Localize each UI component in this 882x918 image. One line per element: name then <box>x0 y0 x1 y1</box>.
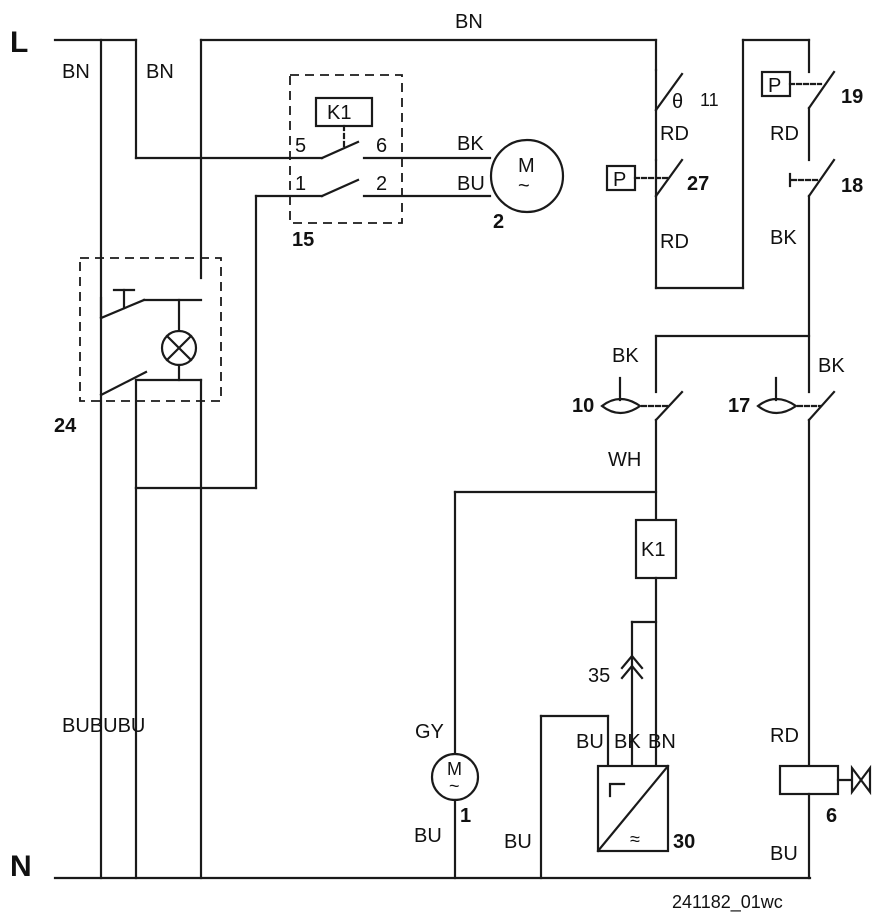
motor-1-letter: M <box>447 759 462 779</box>
wire-label-bk-30: BK <box>614 731 641 753</box>
pressure-27-letter: P <box>613 169 626 191</box>
relay-coil-k1-top-label: K1 <box>327 102 351 124</box>
thermostat-11-id: 11 <box>700 90 719 110</box>
float-10-id: 10 <box>572 395 594 417</box>
wire-label-bu-motor: BU <box>457 173 485 195</box>
wire-label-bn-left2: BN <box>146 61 174 83</box>
valve-6-coil <box>778 764 840 796</box>
float-10-contact <box>654 390 684 422</box>
float-17-contact <box>807 390 836 422</box>
float-10-symbol <box>600 397 642 415</box>
float-17-id: 17 <box>728 395 750 417</box>
switch-18-id: 18 <box>841 175 863 197</box>
module-30-id: 30 <box>673 831 695 853</box>
wire-label-bk-18: BK <box>770 227 797 249</box>
wire-label-bk-17: BK <box>818 355 845 377</box>
pressure-27-id: 27 <box>687 173 709 195</box>
switch-18-contact <box>807 158 836 198</box>
pressure-27-box <box>605 164 637 192</box>
wire-label-bn-left1: BN <box>62 61 90 83</box>
motor-2-id: 2 <box>493 211 504 233</box>
rail-l-label: L <box>10 26 28 59</box>
wire-label-rd-11: RD <box>660 123 689 145</box>
contact-6-label: 6 <box>376 135 387 157</box>
contact-5-6-blade <box>320 140 360 160</box>
wire-label-bu-6: BU <box>770 843 798 865</box>
contact-2-label: 2 <box>376 173 387 195</box>
float-17-symbol <box>756 397 798 415</box>
contact-1-label: 1 <box>295 173 306 195</box>
wire-label-bububu: BUBUBU <box>62 715 145 737</box>
wire-label-rd-6: RD <box>770 725 799 747</box>
motor-2-tilde: ~ <box>518 175 530 197</box>
connector-35-chevron-1 <box>620 654 644 670</box>
module30-glyph <box>608 782 626 798</box>
wire-label-bk-motor: BK <box>457 133 484 155</box>
wire-label-bu-m1: BU <box>414 825 442 847</box>
motor-2-letter: M <box>518 155 535 177</box>
pressure-19-contact <box>807 70 836 110</box>
motor-1-id: 1 <box>460 805 471 827</box>
wire-label-bu-30: BU <box>576 731 604 753</box>
wire-label-gy-m1: GY <box>415 721 444 743</box>
connector-35-id: 35 <box>588 665 610 687</box>
relay-coil-k1-mid-label: K1 <box>641 539 665 561</box>
valve-6-id: 6 <box>826 805 837 827</box>
wire-label-wh-10: WH <box>608 449 641 471</box>
relay-coil-k1-top <box>314 96 374 128</box>
motor-2-symbol <box>489 138 565 214</box>
rail-n-label: N <box>10 850 32 883</box>
pressure-27-contact <box>654 158 684 198</box>
module-30-wave: ≈ <box>630 829 640 849</box>
push-button-contact <box>99 298 146 320</box>
contact-5-label: 5 <box>295 135 306 157</box>
lamp-cross-2 <box>165 334 193 362</box>
wire-label-bk-10: BK <box>612 345 639 367</box>
valve-6-symbol <box>850 764 872 796</box>
lower-switch-contact <box>99 370 148 397</box>
connector-35-chevron-2 <box>620 664 644 680</box>
switch-box-24-outline <box>79 257 222 402</box>
contact-1-2-blade <box>320 178 360 198</box>
switch-box-24-id: 24 <box>54 415 77 437</box>
wire-label-rd-19: RD <box>770 123 799 145</box>
thermostat-11-contact <box>654 72 684 112</box>
pressure-19-id: 19 <box>841 86 863 108</box>
diagram-code: 241182_01wc <box>672 892 783 913</box>
wire-label-bn-top: BN <box>455 11 483 33</box>
wire-label-bn-30: BN <box>648 731 676 753</box>
pressure-19-letter: P <box>768 75 781 97</box>
wire-label-rd-27: RD <box>660 231 689 253</box>
motor-1-tilde: ~ <box>449 776 460 796</box>
wire-label-bu-bottom: BU <box>504 831 532 853</box>
relay-15-id: 15 <box>292 229 314 251</box>
module30-diagonal <box>596 764 670 853</box>
thermostat-symbol: θ <box>672 91 683 113</box>
relay-15-outline <box>289 74 403 224</box>
